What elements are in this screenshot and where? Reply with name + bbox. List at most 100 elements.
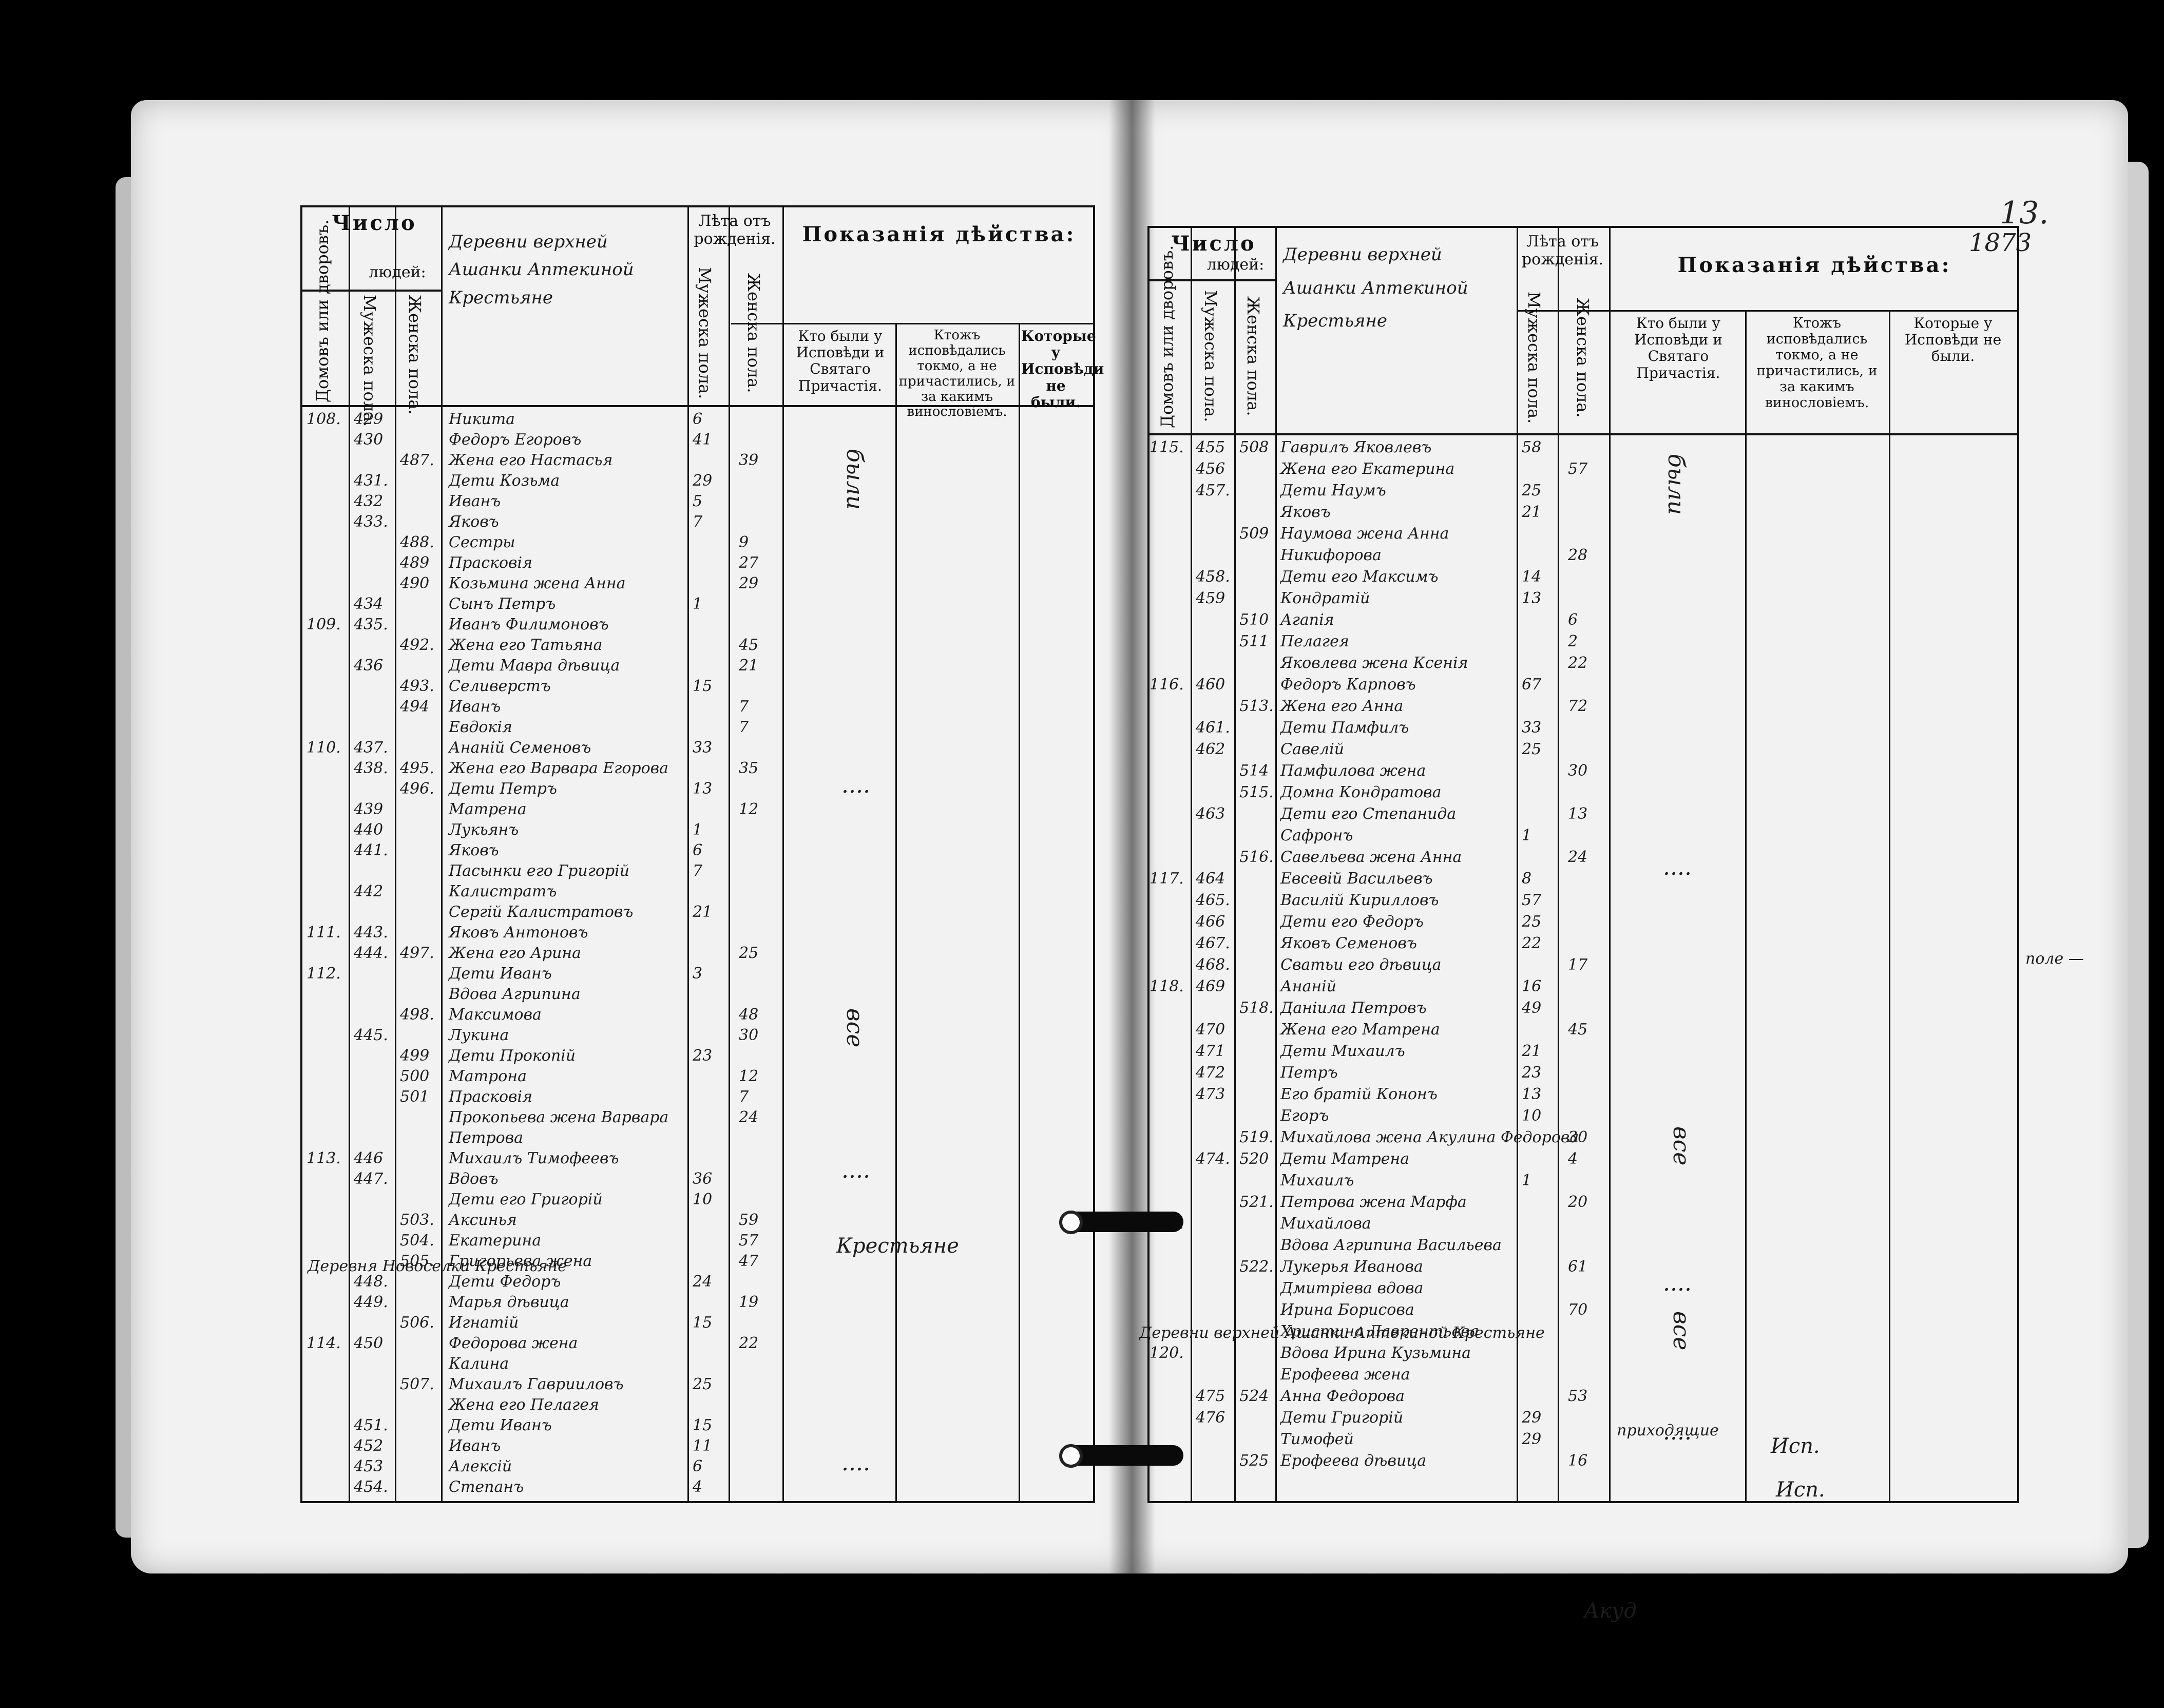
entry-af: 12 <box>739 1067 759 1085</box>
entry-name: Яковъ <box>449 513 499 531</box>
entry-name: Его братій Кононъ <box>1280 1085 1438 1103</box>
entry-m: 450 <box>354 1334 384 1352</box>
entry-am: 5 <box>693 492 703 510</box>
entry-name: Дети Петръ <box>449 780 558 798</box>
entry-af: 29 <box>739 574 759 592</box>
right-bottom-note: Акуд <box>1584 1599 1637 1623</box>
entry-am: 1 <box>1522 1172 1532 1189</box>
entry-f: 522. <box>1239 1258 1274 1276</box>
right-village-note: Деревни верхней Ашанки Аптекиной Крестья… <box>1139 1324 1545 1342</box>
entry-m: 462 <box>1196 740 1225 758</box>
entry-name: Петрова жена Марфа <box>1280 1193 1467 1211</box>
entry-m: 434 <box>354 595 384 613</box>
entry-name: Жена его Арина <box>449 944 582 962</box>
entry-dvor: 108. <box>307 410 341 428</box>
entry-am: 3 <box>693 965 703 983</box>
entry-name: Вдова Агрипина Васильева <box>1280 1236 1502 1254</box>
entry-name: Тимофей <box>1280 1430 1354 1448</box>
entry-name: Алексій <box>449 1457 512 1475</box>
entry-am: 25 <box>693 1375 713 1393</box>
entry-m: 440 <box>354 821 384 839</box>
entry-m: 430 <box>354 431 384 449</box>
entry-name: Максимова <box>449 1006 542 1024</box>
entry-name: Домна Кондратова <box>1280 783 1442 801</box>
entry-am: 25 <box>1522 482 1542 500</box>
entry-af: 7 <box>739 1088 749 1106</box>
header-domov-r: Домовъ или дворовъ. <box>1157 245 1177 428</box>
header-zhen-r: Женска пола. <box>1243 296 1263 416</box>
entry-name: Лукина <box>449 1026 509 1044</box>
entry-af: 22 <box>739 1334 759 1352</box>
entry-name: Сватьи его дѣвица <box>1280 956 1442 974</box>
entry-name: Михаилъ Гаврииловъ <box>449 1375 624 1393</box>
entry-name: Анна Федорова <box>1280 1387 1405 1405</box>
entry-name: Матрона <box>449 1067 527 1085</box>
entry-name: Пасынки его Григорій <box>449 862 630 880</box>
entry-name: Жена его Анна <box>1280 697 1404 715</box>
entry-name: Прокопьева жена Варвара <box>449 1108 669 1126</box>
entry-name: Ирина Борисова <box>1280 1301 1414 1319</box>
entry-name: Пелагея <box>1280 632 1349 650</box>
entry-af: 70 <box>1568 1301 1588 1319</box>
entry-f: 520 <box>1239 1150 1269 1168</box>
entry-am: 21 <box>1522 1042 1542 1060</box>
entry-af: 47 <box>739 1252 759 1270</box>
entry-f: 488. <box>400 533 434 551</box>
entry-name: Дмитріева вдова <box>1280 1279 1424 1297</box>
right-side-word-2: все <box>1668 1126 1694 1166</box>
entry-af: 45 <box>739 636 759 654</box>
entry-m: 443. <box>354 924 388 942</box>
header-muzh: Мужеска пола. <box>360 295 379 427</box>
entry-name: Михайлова жена Акулина Федорова <box>1280 1128 1579 1146</box>
entry-name: Вдовъ <box>449 1170 499 1188</box>
entry-am: 7 <box>693 513 703 531</box>
entry-am: 49 <box>1522 999 1542 1017</box>
entry-name: Дети Матрена <box>1280 1150 1410 1168</box>
entry-f: 495. <box>400 759 434 777</box>
right-side-word-5: .... <box>1663 1419 1692 1445</box>
entry-am: 8 <box>1522 870 1532 888</box>
binder-clip-bottom <box>1065 1445 1183 1466</box>
entry-f: 503. <box>400 1211 434 1229</box>
entry-af: 39 <box>739 451 759 469</box>
entry-dvor: 114. <box>307 1334 341 1352</box>
entry-f: 518. <box>1239 999 1274 1017</box>
entry-af: 30 <box>1568 762 1588 780</box>
entry-af: 72 <box>1568 697 1588 715</box>
entry-name: Яковъ <box>449 841 499 859</box>
entry-m: 455 <box>1196 438 1225 456</box>
right-side-word-1: .... <box>1663 854 1692 880</box>
entry-f: 524 <box>1239 1387 1269 1405</box>
right-note-3: Исп. <box>1776 1478 1825 1502</box>
entry-dvor: 109. <box>307 616 341 634</box>
entry-name: Даніила Петровъ <box>1280 999 1427 1017</box>
entry-af: 6 <box>1568 611 1578 629</box>
entry-m: 474. <box>1196 1150 1230 1168</box>
entry-am: 25 <box>1522 913 1542 931</box>
entry-am: 21 <box>1522 503 1542 521</box>
entry-af: 16 <box>1568 1452 1588 1470</box>
entry-m: 448. <box>354 1273 388 1291</box>
entry-m: 456 <box>1196 460 1225 478</box>
entry-am: 7 <box>693 862 703 880</box>
page-number: 13. <box>2000 195 2049 231</box>
entry-m: 475 <box>1196 1387 1225 1405</box>
left-side-word-5: .... <box>841 1450 870 1476</box>
entry-name: Михаилъ Тимофеевъ <box>449 1149 619 1167</box>
entry-af: 30 <box>1568 1128 1588 1146</box>
entry-am: 10 <box>693 1191 713 1208</box>
entry-am: 58 <box>1522 438 1542 456</box>
entry-name: Ананій Семеновъ <box>449 739 591 757</box>
entry-af: 13 <box>1568 805 1588 823</box>
header-col-c: Которые у Исповѣди не были. <box>1021 328 1104 411</box>
left-side-word-0: были <box>841 449 868 510</box>
entry-name: Гаврилъ Яковлевъ <box>1280 438 1432 456</box>
entry-am: 13 <box>693 780 713 798</box>
entry-am: 21 <box>693 903 713 921</box>
entry-name: Игнатій <box>449 1314 519 1332</box>
entry-m: 457. <box>1196 482 1230 500</box>
entry-f: 509 <box>1239 525 1269 543</box>
entry-af: 2 <box>1568 632 1578 650</box>
header-col-b-r: Ктожъ исповѣдались токмо, а не причастил… <box>1756 315 1878 411</box>
left-side-word-2: все <box>841 1008 868 1048</box>
